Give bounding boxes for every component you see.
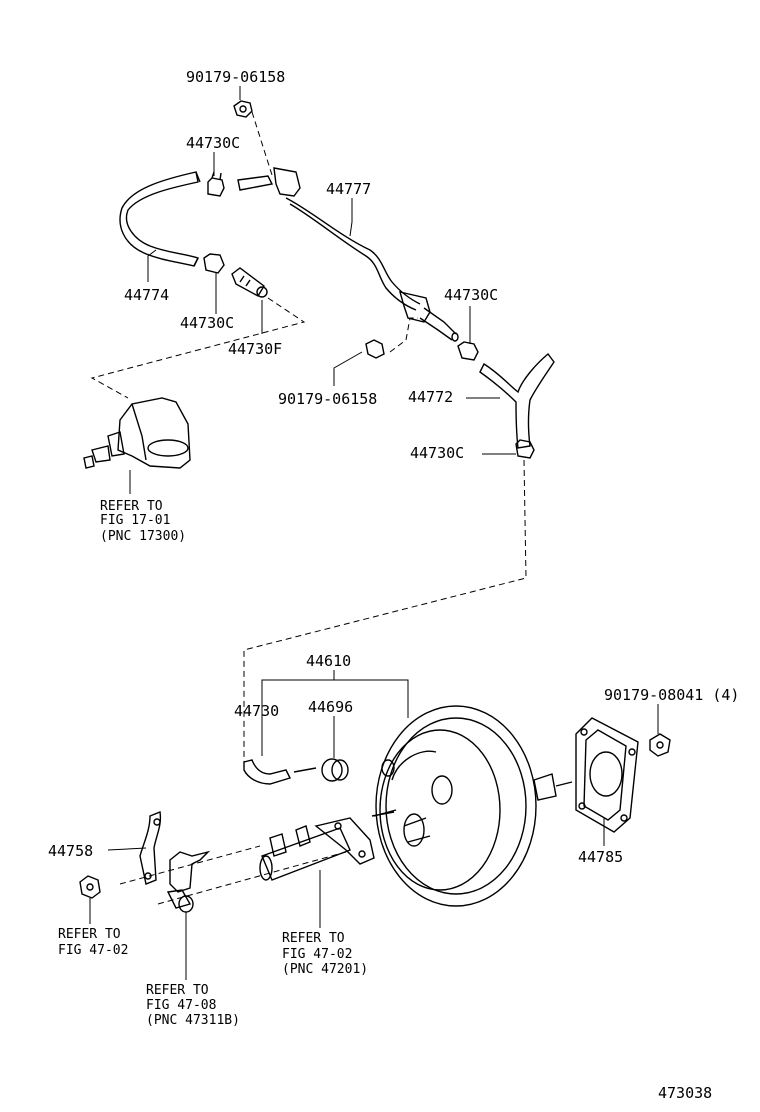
nut-90179-06158-mid [365,317,418,359]
label-44730c-top: 44730C [186,134,240,152]
label-44785: 44785 [578,848,623,866]
vacuum-pipe-44777 [273,167,459,342]
label-44772: 44772 [408,388,453,406]
ref-fig17-line3: (PNC 17300) [100,529,186,544]
ref-fig47-02-center-line3: (PNC 47201) [282,962,368,977]
label-44758: 44758 [48,842,93,860]
ref-fig47-02-left-line2: FIG 47-02 [58,943,128,958]
label-44610: 44610 [306,652,351,670]
ref-fig17-line1: REFER TO [100,499,163,514]
check-valve-44730f [231,267,268,298]
label-90179-08041: 90179-08041 (4) [604,686,739,704]
label-90179-06158-top: 90179-06158 [186,68,285,86]
nut-pedal-pin [79,875,101,899]
clevis [166,850,211,913]
pipe-stub [237,175,274,191]
ref-fig47-08: REFER TO FIG 47-08 (PNC 47311B) [146,983,240,1028]
brake-booster-44610 [371,705,573,907]
ref-fig17-line2: FIG 17-01 [100,513,170,528]
hose-44774 [119,171,201,267]
master-cylinder [119,809,397,905]
label-44730c-right: 44730C [444,286,498,304]
label-90179-06158-mid: 90179-06158 [278,390,377,408]
clamp-44730c-mid [203,253,225,274]
leader-44610 [261,670,409,758]
ref-fig17-01: REFER TO FIG 17-01 (PNC 17300) [100,499,186,544]
vacuum-unit-fig17 [83,397,191,494]
hose-44772 [479,352,555,449]
dash-44730f-to-fig17 [90,297,306,399]
label-44774: 44774 [124,286,169,304]
ref-fig47-02-left-line1: REFER TO [58,927,121,942]
nut-90179-08041 [649,733,671,757]
leader-lines [89,86,659,980]
label-44730c-lower: 44730C [410,444,464,462]
figure-number: 473038 [658,1084,712,1102]
label-44730c-mid: 44730C [180,314,234,332]
ref-fig47-02-center-line2: FIG 47-02 [282,947,352,962]
link-44758 [139,811,162,885]
ref-fig47-08-line1: REFER TO [146,983,209,998]
ref-fig47-02-center: REFER TO FIG 47-02 (PNC 47201) [282,931,368,977]
ref-fig47-02-center-line1: REFER TO [282,931,345,946]
nut-90179-06158-top [233,100,273,176]
clamp-44730c-right [457,341,479,361]
clamp-44730c-lower [243,439,535,764]
clamp-44730c-top [207,171,225,197]
grommet-44696 [321,758,349,782]
gasket-44785 [575,717,639,833]
label-44696: 44696 [308,698,353,716]
label-44730f: 44730F [228,340,282,358]
ref-fig47-08-line2: FIG 47-08 [146,998,216,1013]
label-44730: 44730 [234,702,279,720]
ref-fig47-02-left: REFER TO FIG 47-02 [58,927,128,958]
union-44730 [243,759,317,785]
label-44777: 44777 [326,180,371,198]
ref-fig47-08-line3: (PNC 47311B) [146,1013,240,1028]
